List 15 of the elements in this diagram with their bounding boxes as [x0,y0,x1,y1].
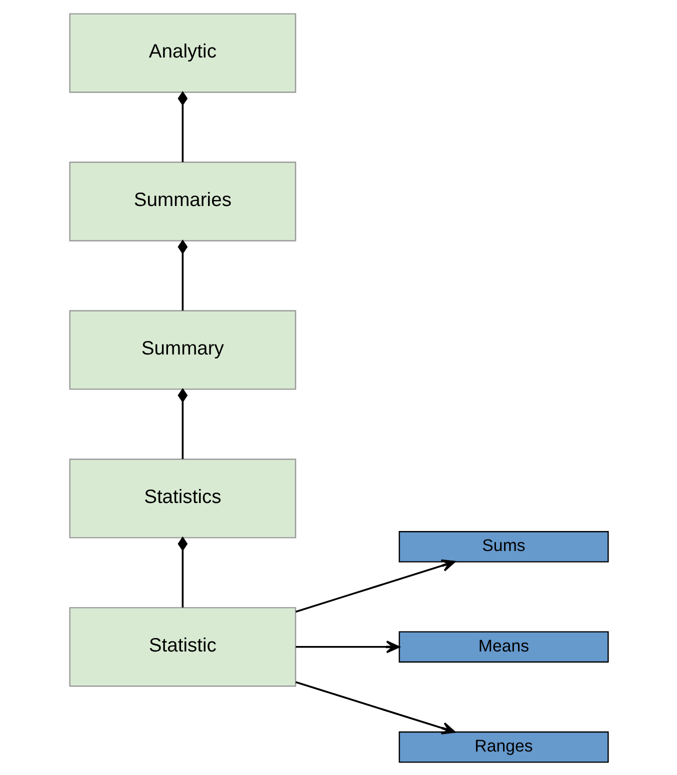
node-box: Analytic [68,12,296,92]
node-box: Summary [68,310,296,390]
connector [177,387,188,458]
node-box: Summaries [68,161,296,241]
arrow [295,640,400,653]
arrow [295,558,455,612]
arrow [295,680,455,734]
node-box: Ranges [398,730,608,762]
connector [177,536,188,607]
connector [177,238,188,310]
node-box: Statistic [68,606,296,686]
connector [177,90,188,162]
node-box: Sums [398,530,608,562]
node-box: Means [398,630,608,662]
node-box: Statistics [68,458,296,538]
